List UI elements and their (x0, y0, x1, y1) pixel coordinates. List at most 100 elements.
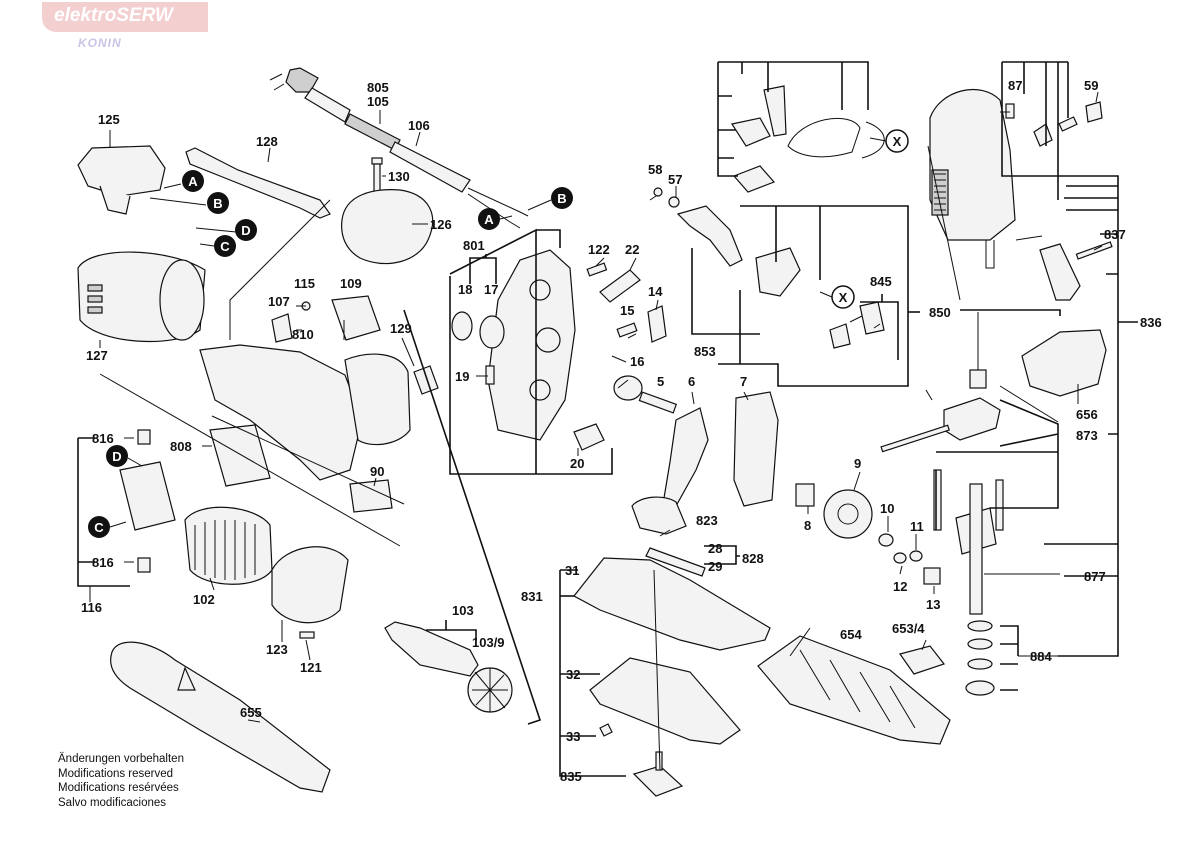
part-103-armature (384, 621, 513, 713)
part-884-ring-4 (965, 680, 995, 696)
part-18-ring (451, 311, 473, 341)
brand-logo: elektroSERW (42, 2, 208, 32)
part-9-gear (823, 489, 873, 539)
part-power-cord (269, 67, 529, 229)
part-32-shoe (589, 657, 741, 745)
part-11-washer (909, 550, 923, 562)
part-655-nozzle (109, 641, 331, 793)
part-shaft (638, 391, 678, 414)
callout-c-1: C (220, 239, 230, 254)
part-845-spring-holder (829, 323, 851, 349)
part-labels: 125 128 805 105 106 130 126 801 18 17 12… (81, 78, 1162, 784)
label-121: 121 (300, 660, 322, 675)
part-31-base (573, 557, 771, 651)
part-10-washer (878, 533, 894, 547)
callout-d-2: D (112, 449, 121, 464)
part-128-strip (185, 147, 331, 219)
label-102: 102 (193, 592, 215, 607)
label-90: 90 (370, 464, 384, 479)
part-28-rod (645, 547, 706, 577)
part-15-pin (616, 322, 638, 338)
part-20-block (573, 423, 605, 451)
label-654: 654 (840, 627, 862, 642)
label-655: 655 (240, 705, 262, 720)
callout-b-2: B (557, 191, 566, 206)
label-8: 8 (804, 518, 811, 533)
part-top-spring-clip (763, 85, 787, 137)
part-top-wire-arc (861, 121, 885, 159)
leader-lines (77, 61, 1138, 777)
label-20: 20 (570, 456, 584, 471)
label-853: 853 (694, 344, 716, 359)
label-57: 57 (668, 172, 682, 187)
note-de: Änderungen vorbehalten (58, 753, 184, 765)
part-823-lever (631, 496, 687, 535)
label-130: 130 (388, 169, 410, 184)
label-13: 13 (926, 597, 940, 612)
part-884-ring-1 (967, 620, 993, 632)
part-816-switch (119, 429, 176, 573)
part-125-cover (77, 145, 166, 215)
label-810: 810 (292, 327, 314, 342)
part-810-housing (199, 344, 411, 481)
callout-a-1: A (188, 174, 198, 189)
part-126-cap (341, 189, 434, 265)
label-122: 122 (588, 242, 610, 257)
part-14-bracket (647, 305, 667, 343)
part-22-lever (599, 269, 641, 303)
label-129: 129 (390, 321, 412, 336)
label-10: 10 (880, 501, 894, 516)
part-57-washer (668, 196, 680, 208)
callout-b-1: B (213, 196, 222, 211)
part-12-washer (893, 552, 907, 564)
label-835: 835 (560, 769, 582, 784)
part-6-plate (663, 407, 709, 507)
label-845: 845 (870, 274, 892, 289)
part-884-ring-2 (967, 638, 993, 650)
label-29: 29 (708, 559, 722, 574)
part-123-fan-guide (271, 546, 349, 624)
part-873-guide (943, 397, 1001, 441)
part-brush (1058, 116, 1078, 132)
callout-d-1: D (241, 223, 250, 238)
label-836: 836 (1140, 315, 1162, 330)
label-22: 22 (625, 242, 639, 257)
label-837: 837 (1104, 227, 1126, 242)
modification-notes: Änderungen vorbehalten Modifications res… (58, 752, 184, 810)
label-831: 831 (521, 589, 543, 604)
label-107: 107 (268, 294, 290, 309)
label-653-4: 653/4 (892, 621, 925, 636)
callout-x-1: X (893, 134, 902, 149)
label-11: 11 (910, 519, 924, 534)
part-801-gear-housing (487, 249, 576, 441)
label-105: 105 (367, 94, 389, 109)
label-123: 123 (266, 642, 288, 657)
label-116: 116 (81, 600, 102, 615)
part-102-stator (184, 506, 273, 585)
part-808-plate (209, 424, 271, 487)
brand-logo-name: elektroSERW (54, 5, 173, 26)
label-125: 125 (98, 112, 120, 127)
label-877: 877 (1084, 569, 1106, 584)
label-805: 805 (367, 80, 389, 95)
label-808: 808 (170, 439, 192, 454)
label-656: 656 (1076, 407, 1098, 422)
note-es: Salvo modificaciones (58, 796, 167, 809)
part-853-bracket (676, 205, 743, 267)
label-15: 15 (620, 303, 634, 318)
label-28: 28 (708, 541, 722, 556)
part-877-plunger (969, 483, 983, 615)
part-8-bearing (795, 483, 815, 507)
label-816-bottom: 816 (92, 555, 114, 570)
part-127-sleeve (77, 251, 206, 343)
part-109-plate (331, 295, 381, 341)
label-801: 801 (463, 238, 485, 253)
label-126: 126 (430, 217, 452, 232)
label-109: 109 (340, 276, 362, 291)
label-103-9: 103/9 (472, 635, 505, 650)
part-6534-plate (899, 645, 945, 675)
callout-c-2: C (94, 520, 104, 535)
label-14: 14 (648, 284, 663, 299)
label-31: 31 (565, 563, 579, 578)
label-12: 12 (893, 579, 907, 594)
